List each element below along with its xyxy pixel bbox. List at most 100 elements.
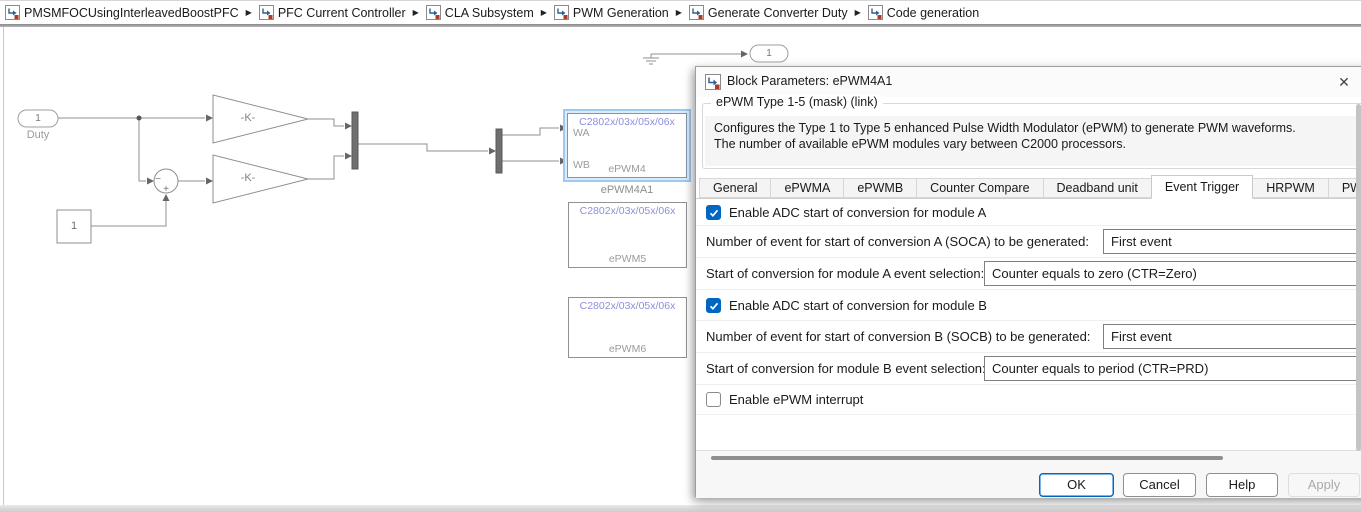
masked-subsystem-icon (705, 74, 721, 90)
gain2-shape[interactable] (212, 154, 309, 204)
gain2-label: -K- (240, 172, 256, 184)
demux-bar[interactable] (495, 128, 503, 174)
apply-button: Apply (1288, 473, 1360, 497)
tab-hrpwm[interactable]: HRPWM (1252, 178, 1329, 198)
socb-event-dropdown[interactable]: Counter equals to period (CTR=PRD) (984, 356, 1361, 381)
epwm4a1-label: ePWM4A1 (600, 184, 654, 196)
horizontal-scrollbar[interactable] (711, 456, 1223, 460)
cancel-button[interactable]: Cancel (1123, 473, 1196, 497)
breadcrumb-label: CLA Subsystem (444, 5, 534, 20)
row-enable-socb: Enable ADC start of conversion for modul… (696, 290, 1361, 321)
parameter-panel: Enable ADC start of conversion for modul… (696, 199, 1361, 415)
subsystem-icon (5, 5, 20, 20)
breadcrumb-label: PWM Generation (572, 5, 669, 20)
epwm6-chip-text: C2802x/03x/05x/06x (579, 300, 676, 312)
enable-socb-checkbox[interactable] (706, 297, 721, 313)
breadcrumb-separator-icon: ▶ (245, 8, 252, 17)
toolbar-divider (0, 24, 1361, 27)
mask-description-line1: Configures the Type 1 to Type 5 enhanced… (714, 121, 1296, 135)
constant-block-shape[interactable] (56, 209, 92, 244)
canvas-edge (3, 27, 4, 507)
row-soca-count: Number of event for start of conversion … (696, 226, 1361, 258)
row-enable-soca: Enable ADC start of conversion for modul… (696, 199, 1361, 226)
constant-value: 1 (70, 220, 78, 232)
branch-point (136, 115, 142, 121)
mask-heading: ePWM Type 1-5 (mask) (link) (711, 95, 883, 109)
soca-count-label: Number of event for start of conversion … (706, 234, 1089, 249)
soca-event-label: Start of conversion for module A event s… (706, 266, 985, 281)
inport-label: Duty (26, 129, 50, 141)
subsystem-icon (867, 5, 883, 20)
breadcrumb-separator-icon: ▶ (540, 8, 547, 17)
socb-event-label: Start of conversion for module B event s… (706, 361, 986, 376)
breadcrumb-item-model[interactable]: PMSMFOCUsingInterleavedBoostPFC (5, 5, 239, 20)
row-enable-interrupt: Enable ePWM interrupt (696, 385, 1361, 415)
breadcrumb-item-pwm-generation[interactable]: PWM Generation (553, 5, 669, 20)
breadcrumb-item-code-generation[interactable]: Code generation (867, 5, 980, 20)
breadcrumb-label: PMSMFOCUsingInterleavedBoostPFC (24, 5, 239, 20)
tab-epwma[interactable]: ePWMA (770, 178, 845, 198)
window-bottom-edge (0, 505, 1361, 512)
enable-interrupt-checkbox[interactable] (706, 392, 721, 407)
inport-number: 1 (35, 113, 41, 124)
help-button[interactable]: Help (1206, 473, 1278, 497)
tab-general[interactable]: General (699, 178, 772, 198)
subsystem-icon (688, 5, 704, 20)
subsystem-icon (258, 5, 274, 20)
epwm5-block[interactable]: C2802x/03x/05x/06x ePWM5 (568, 202, 687, 268)
gain1-shape[interactable] (212, 94, 309, 144)
epwm4-name: ePWM4 (608, 163, 646, 175)
vertical-scrollbar[interactable] (1356, 104, 1361, 451)
mask-description-line2: The number of available ePWM modules var… (714, 137, 1127, 151)
breadcrumb: PMSMFOCUsingInterleavedBoostPFC ▶ PFC Cu… (0, 0, 1361, 24)
row-socb-event: Start of conversion for module B event s… (696, 353, 1361, 385)
socb-count-label: Number of event for start of conversion … (706, 329, 1091, 344)
ok-button[interactable]: OK (1039, 473, 1114, 497)
breadcrumb-item-generate-converter-duty[interactable]: Generate Converter Duty (688, 5, 848, 20)
breadcrumb-item-pfc-current-controller[interactable]: PFC Current Controller (258, 5, 406, 20)
epwm4a1-block-body: C2802x/03x/05x/06x WA WB ePWM4 (567, 113, 687, 178)
enable-soca-checkbox[interactable] (706, 204, 721, 220)
outport-shape[interactable] (749, 44, 789, 63)
dialog-tab-strip: General ePWMA ePWMB Counter Compare Dead… (696, 175, 1361, 199)
enable-soca-label: Enable ADC start of conversion for modul… (729, 204, 987, 220)
mask-description-group: ePWM Type 1-5 (mask) (link) Configures t… (702, 95, 1361, 169)
sum-block-shape[interactable] (153, 168, 179, 194)
enable-socb-label: Enable ADC start of conversion for modul… (729, 297, 987, 313)
soca-count-dropdown[interactable]: First event (1103, 229, 1361, 254)
epwm4-port-wb: WB (573, 159, 590, 171)
enable-interrupt-label: Enable ePWM interrupt (729, 392, 864, 407)
close-icon[interactable]: ✕ (1338, 74, 1350, 90)
tab-counter-compare[interactable]: Counter Compare (916, 178, 1044, 198)
epwm6-name: ePWM6 (608, 343, 647, 355)
breadcrumb-separator-icon: ▶ (412, 8, 419, 17)
breadcrumb-label: Generate Converter Duty (707, 5, 848, 20)
outport-number: 1 (766, 48, 772, 59)
tab-epwmb[interactable]: ePWMB (843, 178, 918, 198)
tab-event-trigger[interactable]: Event Trigger (1150, 175, 1254, 199)
epwm5-chip-text: C2802x/03x/05x/06x (579, 205, 676, 217)
breadcrumb-label: Code generation (886, 5, 980, 20)
socb-count-dropdown[interactable]: First event (1103, 324, 1361, 349)
dialog-title: Block Parameters: ePWM4A1 (727, 74, 893, 88)
block-parameters-dialog: Block Parameters: ePWM4A1 ✕ ePWM Type 1-… (695, 66, 1361, 498)
epwm4a1-block[interactable]: C2802x/03x/05x/06x WA WB ePWM4 (563, 109, 691, 182)
row-socb-count: Number of event for start of conversion … (696, 321, 1361, 353)
epwm4-chip-text: C2802x/03x/05x/06x (579, 116, 675, 128)
soca-event-dropdown[interactable]: Counter equals to zero (CTR=Zero) (984, 261, 1361, 286)
subsystem-icon (425, 5, 441, 20)
breadcrumb-separator-icon: ▶ (854, 8, 861, 17)
sum-plus-sign: + (163, 184, 169, 195)
breadcrumb-label: PFC Current Controller (277, 5, 406, 20)
subsystem-icon (553, 5, 569, 20)
mask-description: Configures the Type 1 to Type 5 enhanced… (705, 116, 1361, 166)
breadcrumb-separator-icon: ▶ (675, 8, 682, 17)
epwm6-block[interactable]: C2802x/03x/05x/06x ePWM6 (568, 297, 687, 358)
tab-deadband-unit[interactable]: Deadband unit (1042, 178, 1152, 198)
epwm5-name: ePWM5 (608, 253, 647, 265)
mux-bar[interactable] (351, 111, 359, 170)
epwm4-port-wa: WA (573, 127, 590, 139)
breadcrumb-item-cla-subsystem[interactable]: CLA Subsystem (425, 5, 534, 20)
gain1-label: -K- (240, 112, 256, 124)
